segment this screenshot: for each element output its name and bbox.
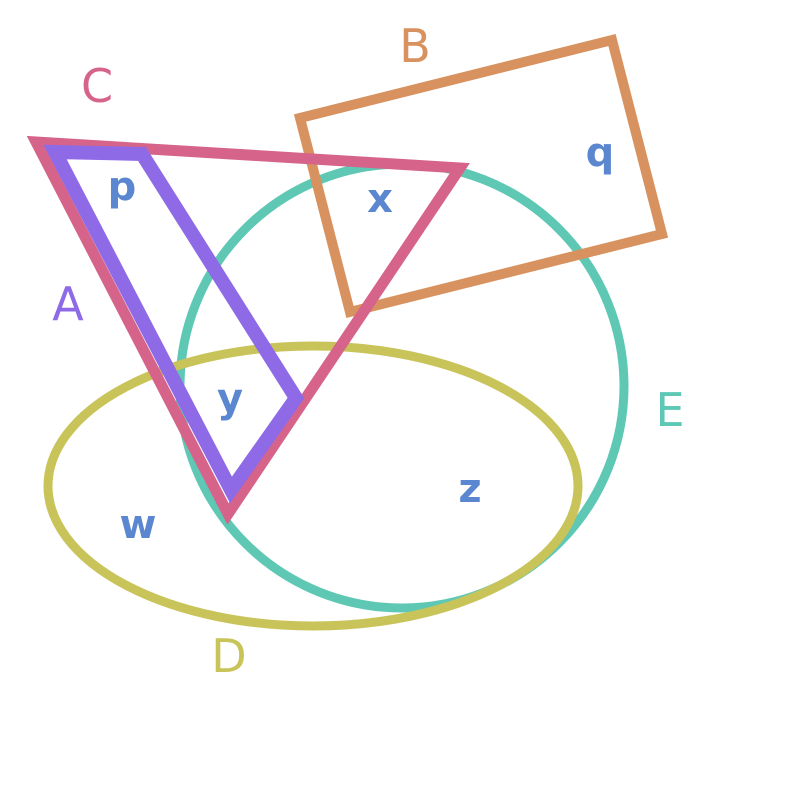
set-label-e: E — [655, 383, 684, 437]
set-a-triangle — [43, 144, 305, 504]
set-c-triangle — [26, 135, 470, 525]
region-label-q: q — [586, 130, 615, 176]
region-label-z: z — [458, 466, 481, 512]
region-label-y: y — [217, 376, 243, 422]
region-label-p: p — [108, 164, 137, 210]
region-label-w: w — [120, 502, 157, 548]
set-label-a: A — [52, 277, 84, 331]
set-b-rectangle — [293, 33, 669, 319]
region-label-x: x — [367, 176, 393, 222]
set-label-d: D — [211, 629, 246, 683]
set-d-ellipse — [43, 341, 583, 631]
set-label-c: C — [81, 59, 113, 113]
set-label-b: B — [399, 19, 431, 73]
